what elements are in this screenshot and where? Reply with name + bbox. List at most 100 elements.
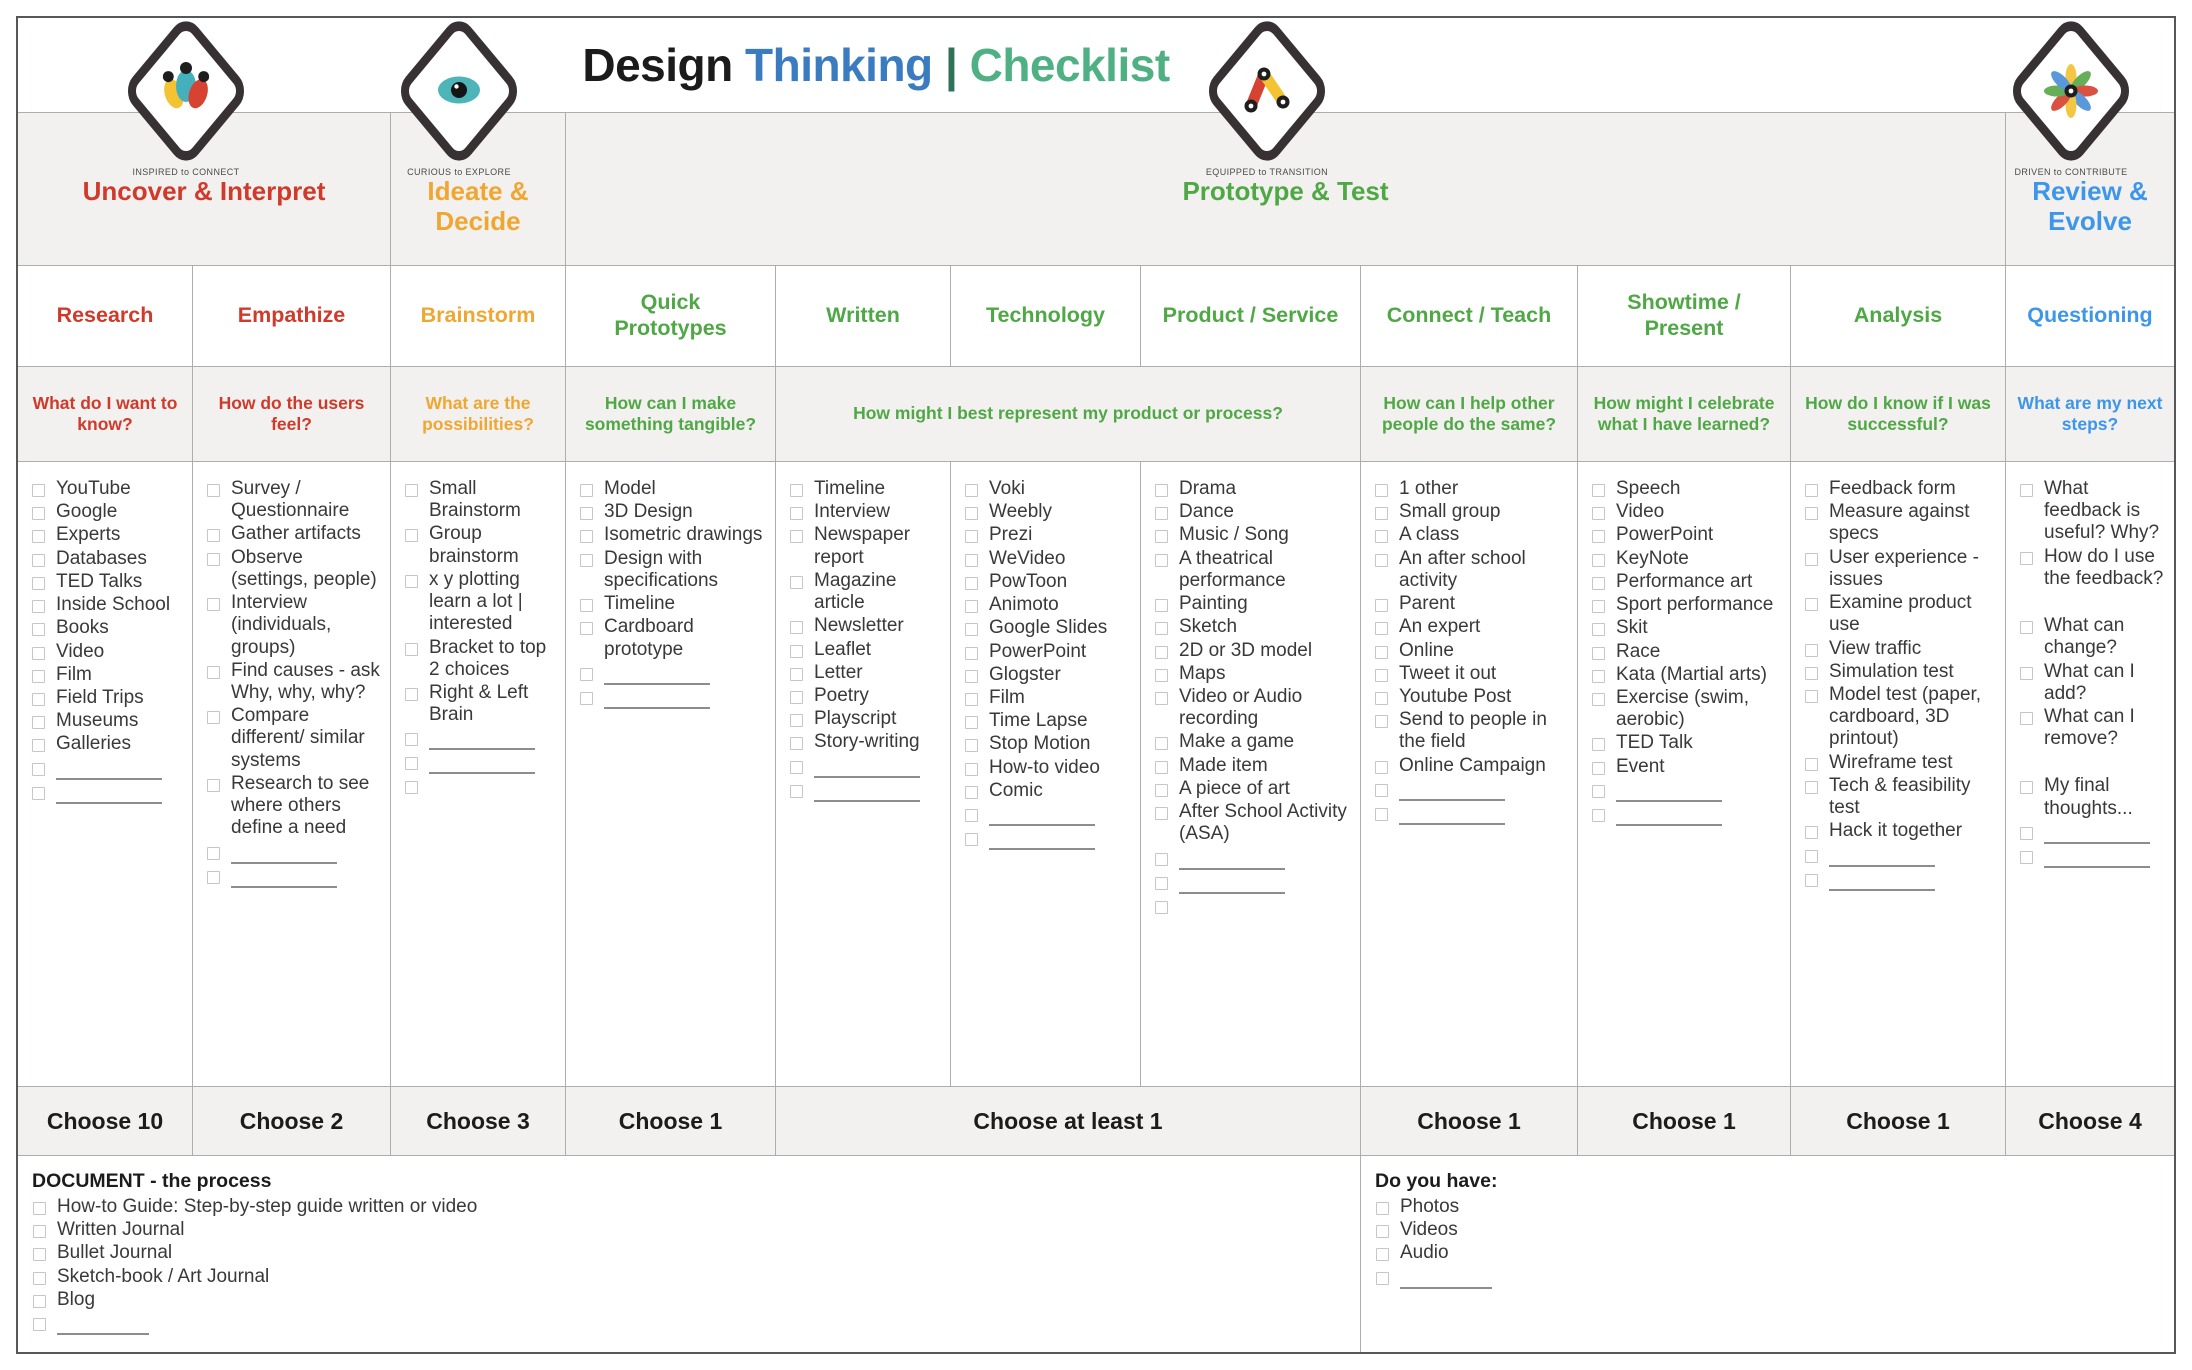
checkbox-icon[interactable]: [207, 598, 220, 612]
checkbox-icon[interactable]: [580, 484, 593, 497]
checkbox-icon[interactable]: [405, 642, 418, 656]
checkbox-icon[interactable]: [1155, 599, 1168, 613]
checkbox-icon[interactable]: [33, 1318, 46, 1332]
checkbox-icon[interactable]: [32, 716, 45, 730]
blank-write-in-line[interactable]: [1179, 875, 1285, 894]
checkbox-icon[interactable]: [1592, 600, 1605, 614]
checkbox-icon[interactable]: [207, 846, 220, 860]
blank-write-in-line[interactable]: [814, 759, 920, 778]
checkbox-icon[interactable]: [1592, 484, 1605, 497]
checkbox-icon[interactable]: [207, 529, 220, 543]
blank-write-in-line[interactable]: [1399, 782, 1505, 801]
blank-write-in-line[interactable]: [429, 731, 535, 751]
checkbox-icon[interactable]: [965, 739, 978, 753]
checkbox-icon[interactable]: [580, 622, 593, 636]
checkbox-icon[interactable]: [965, 762, 978, 776]
checkbox-icon[interactable]: [965, 553, 978, 567]
blank-write-in-line[interactable]: [56, 761, 162, 780]
blank-write-in-line[interactable]: [231, 869, 337, 888]
checkbox-icon[interactable]: [790, 784, 803, 798]
checkbox-icon[interactable]: [1155, 760, 1168, 774]
checkbox-icon[interactable]: [33, 1271, 46, 1285]
checkbox-icon[interactable]: [965, 809, 978, 823]
checkbox-icon[interactable]: [32, 484, 45, 497]
checkbox-icon[interactable]: [1155, 852, 1168, 866]
checkbox-icon[interactable]: [1155, 530, 1168, 544]
checkbox-icon[interactable]: [1155, 507, 1168, 521]
checkbox-icon[interactable]: [207, 870, 220, 884]
blank-write-in-line[interactable]: [604, 666, 710, 685]
checkbox-icon[interactable]: [1375, 783, 1388, 797]
blank-write-in-line[interactable]: [1829, 872, 1935, 891]
checkbox-icon[interactable]: [1805, 666, 1818, 680]
checkbox-icon[interactable]: [790, 714, 803, 728]
checkbox-icon[interactable]: [1592, 808, 1605, 822]
checkbox-icon[interactable]: [32, 692, 45, 706]
checkbox-icon[interactable]: [1375, 507, 1388, 521]
checkbox-icon[interactable]: [2020, 621, 2033, 635]
checkbox-icon[interactable]: [790, 575, 803, 589]
blank-write-in-line[interactable]: [1400, 1270, 1492, 1289]
checkbox-icon[interactable]: [1592, 553, 1605, 567]
checkbox-icon[interactable]: [965, 833, 978, 847]
checkbox-icon[interactable]: [1805, 484, 1818, 497]
checkbox-icon[interactable]: [207, 711, 220, 725]
checkbox-icon[interactable]: [32, 669, 45, 683]
checkbox-icon[interactable]: [965, 576, 978, 590]
checkbox-icon[interactable]: [1805, 598, 1818, 612]
checkbox-icon[interactable]: [1592, 507, 1605, 521]
checkbox-icon[interactable]: [32, 530, 45, 544]
checkbox-icon[interactable]: [1592, 738, 1605, 752]
checkbox-icon[interactable]: [965, 669, 978, 683]
checkbox-icon[interactable]: [1375, 530, 1388, 544]
checkbox-icon[interactable]: [790, 667, 803, 681]
checkbox-icon[interactable]: [790, 644, 803, 658]
checkbox-icon[interactable]: [965, 646, 978, 660]
checkbox-icon[interactable]: [1805, 507, 1818, 521]
checkbox-icon[interactable]: [1592, 623, 1605, 637]
checkbox-icon[interactable]: [2020, 826, 2033, 840]
checkbox-icon[interactable]: [2020, 551, 2033, 565]
checkbox-icon[interactable]: [405, 781, 418, 795]
checkbox-icon[interactable]: [32, 623, 45, 637]
blank-write-in-line[interactable]: [1616, 807, 1722, 826]
checkbox-icon[interactable]: [1155, 900, 1168, 914]
checkbox-icon[interactable]: [790, 690, 803, 704]
checkbox-icon[interactable]: [965, 785, 978, 799]
checkbox-icon[interactable]: [580, 691, 593, 705]
checkbox-icon[interactable]: [2020, 850, 2033, 864]
checkbox-icon[interactable]: [1375, 668, 1388, 682]
checkbox-icon[interactable]: [1375, 645, 1388, 659]
checkbox-icon[interactable]: [965, 623, 978, 637]
checkbox-icon[interactable]: [32, 576, 45, 590]
checkbox-icon[interactable]: [33, 1202, 46, 1215]
checkbox-icon[interactable]: [790, 621, 803, 635]
blank-write-in-line[interactable]: [1616, 783, 1722, 802]
blank-write-in-line[interactable]: [989, 831, 1095, 851]
checkbox-icon[interactable]: [1805, 643, 1818, 657]
checkbox-icon[interactable]: [790, 760, 803, 774]
checkbox-icon[interactable]: [405, 484, 418, 497]
checkbox-icon[interactable]: [1155, 876, 1168, 890]
checkbox-icon[interactable]: [2020, 781, 2033, 795]
checkbox-icon[interactable]: [965, 484, 978, 497]
checkbox-icon[interactable]: [580, 553, 593, 567]
checkbox-icon[interactable]: [1805, 780, 1818, 794]
checkbox-icon[interactable]: [1375, 484, 1388, 497]
checkbox-icon[interactable]: [32, 600, 45, 614]
checkbox-icon[interactable]: [580, 507, 593, 521]
checkbox-icon[interactable]: [1375, 807, 1388, 821]
checkbox-icon[interactable]: [790, 484, 803, 497]
checkbox-icon[interactable]: [2020, 484, 2033, 497]
checkbox-icon[interactable]: [965, 507, 978, 521]
checkbox-icon[interactable]: [1155, 645, 1168, 659]
checkbox-icon[interactable]: [1375, 760, 1388, 774]
checkbox-icon[interactable]: [965, 530, 978, 544]
checkbox-icon[interactable]: [33, 1248, 46, 1262]
checkbox-icon[interactable]: [32, 786, 45, 800]
blank-write-in-line[interactable]: [2044, 825, 2150, 844]
checkbox-icon[interactable]: [1376, 1202, 1389, 1215]
checkbox-icon[interactable]: [1805, 689, 1818, 703]
checkbox-icon[interactable]: [32, 646, 45, 660]
blank-write-in-line[interactable]: [1829, 848, 1935, 867]
